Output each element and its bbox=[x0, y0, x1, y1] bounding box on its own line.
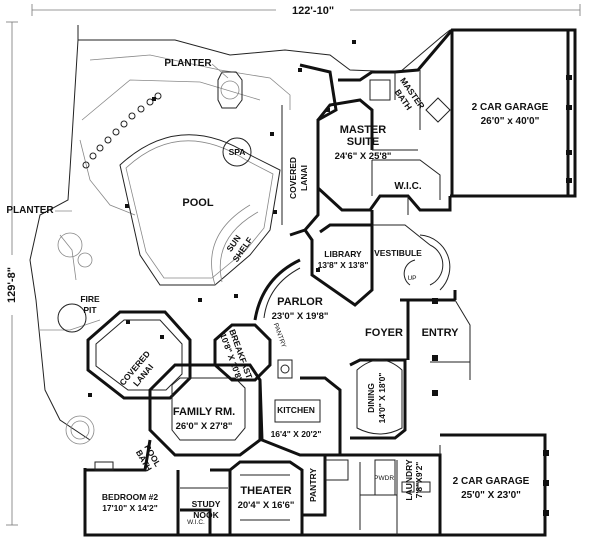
family-room-name: FAMILY RM. bbox=[173, 406, 235, 418]
laundry-name: LAUNDRY bbox=[404, 459, 414, 501]
study-nook-label-1: STUDY bbox=[192, 499, 221, 509]
study-nook-label-2: NOOK bbox=[193, 510, 219, 520]
garage-top-name: 2 CAR GARAGE bbox=[472, 102, 549, 113]
planter-top-label: PLANTER bbox=[164, 58, 212, 69]
fire-pit-label-2: PIT bbox=[83, 305, 97, 315]
fire-pit-label-1: FIRE bbox=[80, 294, 100, 304]
house-walls bbox=[83, 28, 577, 537]
dining-size: 14'0" X 18'0" bbox=[377, 373, 387, 424]
kitchen-name: KITCHEN bbox=[277, 405, 315, 415]
pool-label: POOL bbox=[182, 197, 213, 209]
foyer-label: FOYER bbox=[365, 327, 403, 339]
overall-depth-label: 129'-8" bbox=[6, 267, 18, 303]
covered-lanai-top-label-1: COVERED bbox=[288, 157, 298, 199]
deck-outline bbox=[29, 25, 451, 445]
bedroom2-size: 17'10" X 14'2" bbox=[102, 503, 158, 513]
overall-width-label: 122'-10" bbox=[292, 5, 334, 17]
entry-label: ENTRY bbox=[422, 327, 460, 339]
planter-left-label: PLANTER bbox=[6, 205, 54, 216]
planter-top bbox=[217, 71, 243, 109]
dining-name: DINING bbox=[366, 383, 376, 413]
vestibule-label: VESTIBULE bbox=[374, 248, 422, 258]
planter-left-dots bbox=[82, 92, 162, 169]
kitchen-size: 16'4" X 20'2" bbox=[271, 429, 322, 439]
master-suite-label-1: MASTER bbox=[340, 124, 387, 136]
pool bbox=[119, 134, 281, 286]
bedroom2-name: BEDROOM #2 bbox=[102, 492, 158, 502]
master-suite-size: 24'6" X 25'8" bbox=[335, 151, 392, 162]
pantry-small-label: PANTRY bbox=[272, 322, 288, 349]
theater-size: 20'4" X 16'6" bbox=[238, 500, 295, 511]
master-suite-label-2: SUITE bbox=[347, 136, 379, 148]
spa-label: SPA bbox=[229, 147, 246, 157]
powder-room-label: PWDR. bbox=[374, 475, 396, 482]
theater-name: THEATER bbox=[240, 485, 291, 497]
stair-up-label: UP bbox=[407, 275, 416, 282]
pantry-label: PANTRY bbox=[308, 468, 318, 502]
garage-bottom-size: 25'0" X 23'0" bbox=[461, 490, 521, 501]
columns bbox=[88, 40, 356, 397]
family-room-size: 26'0" X 27'8" bbox=[176, 421, 233, 432]
garage-bottom-name: 2 CAR GARAGE bbox=[453, 476, 530, 487]
garage-top-size: 26'0" x 40'0" bbox=[481, 116, 540, 127]
library-name: LIBRARY bbox=[324, 249, 362, 259]
library-size: 13'8" X 13'8" bbox=[318, 260, 369, 270]
covered-lanai-top-label-2: LANAI bbox=[299, 165, 309, 191]
bedroom-wic-label: W.I.C. bbox=[187, 519, 205, 526]
laundry-size: 7'8"X9'2" bbox=[414, 462, 424, 499]
parlor-size: 23'0" X 19'8" bbox=[272, 311, 329, 322]
parlor-name: PARLOR bbox=[277, 296, 323, 308]
master-wic-label: W.I.C. bbox=[394, 181, 421, 192]
